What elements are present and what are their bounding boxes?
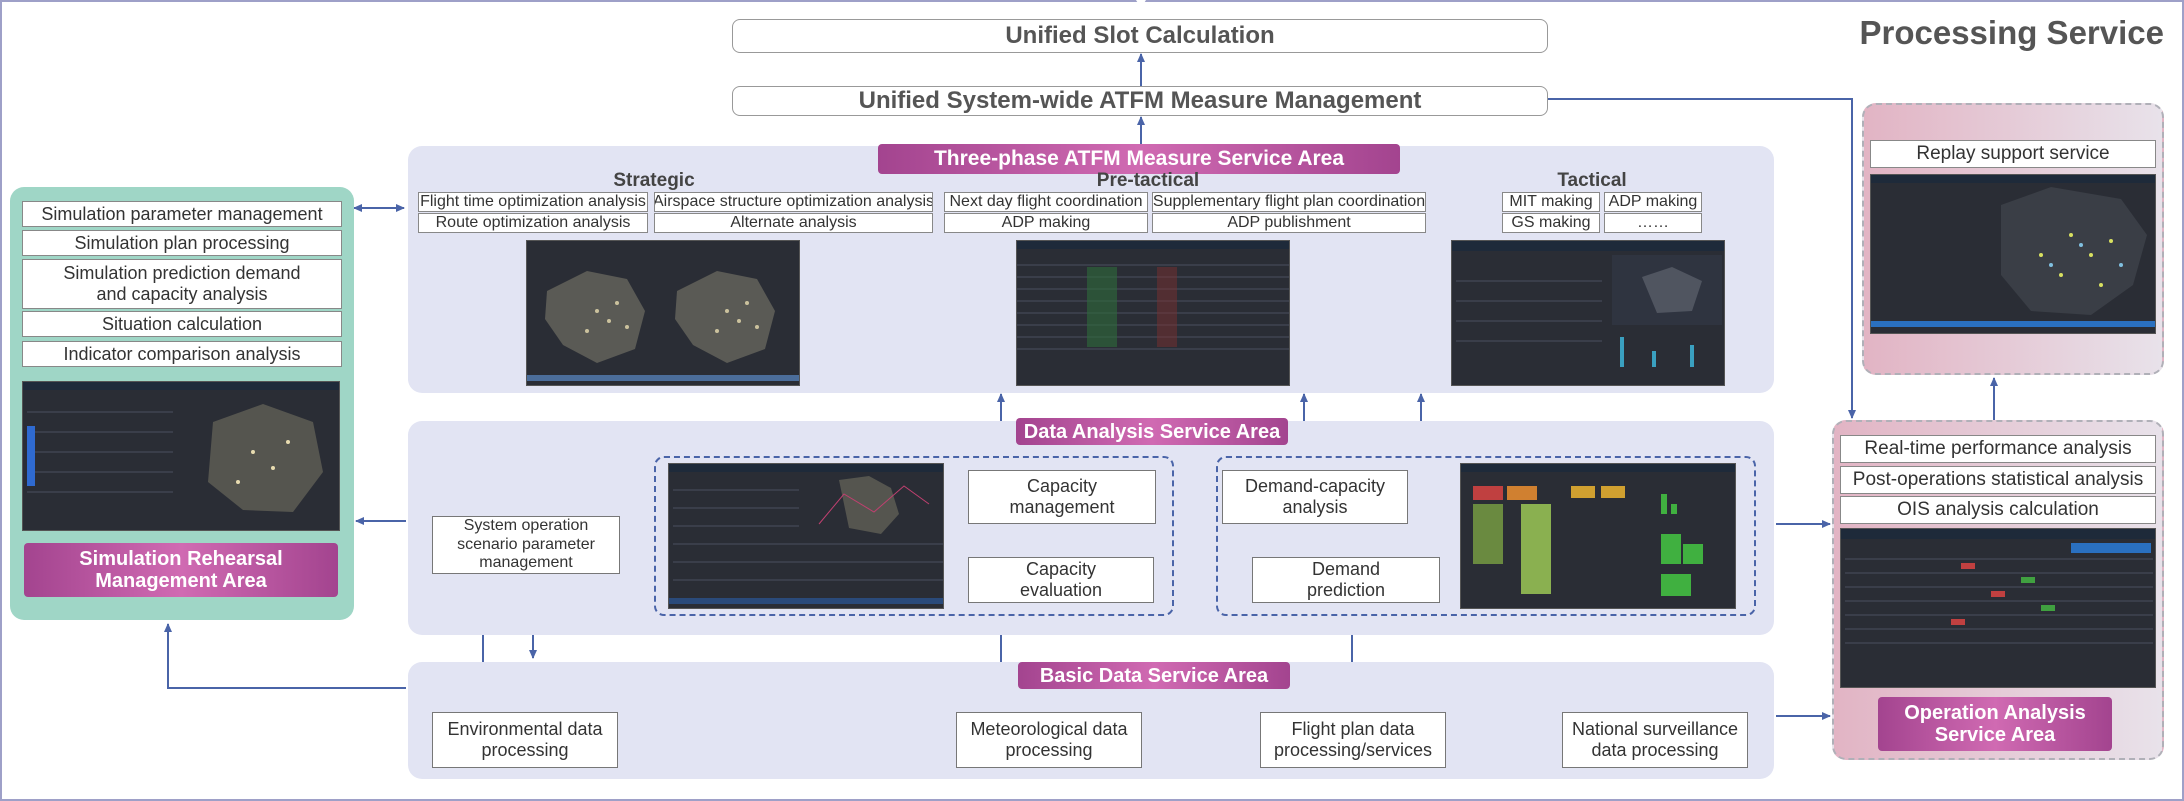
capacity-evaluation-box: Capacity evaluation xyxy=(968,557,1154,603)
tactical-item: GS making xyxy=(1502,213,1600,233)
flight-plan-data-box: Flight plan data processing/services xyxy=(1260,712,1446,768)
strategic-item: Alternate analysis xyxy=(654,213,933,233)
unified-atfm-management-box: Unified System-wide ATFM Measure Managem… xyxy=(732,86,1548,116)
simulation-title: Simulation Rehearsal Management Area xyxy=(24,543,338,597)
pretactical-table-screenshot xyxy=(1016,240,1290,386)
simulation-screenshot xyxy=(22,381,340,531)
operation-analysis-item: Real-time performance analysis xyxy=(1840,435,2156,463)
operation-analysis-item: OIS analysis calculation xyxy=(1840,496,2156,524)
strategic-map-screenshot xyxy=(526,240,800,386)
capacity-dashed-group xyxy=(654,456,1174,616)
replay-support-box: Replay support service xyxy=(1870,140,2156,168)
simulation-item: Situation calculation xyxy=(22,311,342,337)
demand-dashed-group xyxy=(1216,456,1756,616)
tactical-item: …… xyxy=(1604,213,1702,233)
tactical-item: MIT making xyxy=(1502,192,1600,212)
demand-capacity-analysis-box: Demand-capacity analysis xyxy=(1222,470,1408,524)
operation-analysis-screenshot xyxy=(1840,528,2156,688)
operation-analysis-item: Post-operations statistical analysis xyxy=(1840,466,2156,494)
capacity-screenshot xyxy=(668,463,944,609)
strategic-heading: Strategic xyxy=(613,170,695,191)
strategic-item: Airspace structure optimization analysis xyxy=(654,192,933,212)
data-analysis-title: Data Analysis Service Area xyxy=(1016,418,1288,445)
scenario-parameter-box: System operation scenario parameter mana… xyxy=(432,516,620,574)
simulation-item: Indicator comparison analysis xyxy=(22,341,342,367)
processing-service-title: Processing Service xyxy=(1859,14,2164,51)
strategic-item: Flight time optimization analysis xyxy=(418,192,648,212)
meteorological-data-box: Meteorological data processing xyxy=(956,712,1142,768)
pretactical-item: ADP publishment xyxy=(1152,213,1426,233)
simulation-item: Simulation plan processing xyxy=(22,230,342,256)
pretactical-heading: Pre-tactical xyxy=(1096,170,1200,191)
tactical-heading: Tactical xyxy=(1557,170,1627,191)
pretactical-item: Supplementary flight plan coordination xyxy=(1152,192,1426,212)
unified-slot-calculation-box: Unified Slot Calculation xyxy=(732,19,1548,53)
capacity-management-box: Capacity management xyxy=(968,470,1156,524)
demand-screenshot xyxy=(1460,463,1736,609)
basic-data-title: Basic Data Service Area xyxy=(1018,662,1290,689)
operation-analysis-title: Operation Analysis Service Area xyxy=(1878,697,2112,751)
simulation-item: Simulation parameter management xyxy=(22,201,342,227)
simulation-item: Simulation prediction demand and capacit… xyxy=(22,259,342,309)
pretactical-item: Next day flight coordination xyxy=(944,192,1148,212)
strategic-item: Route optimization analysis xyxy=(418,213,648,233)
surveillance-data-box: National surveillance data processing xyxy=(1562,712,1748,768)
replay-screenshot xyxy=(1870,174,2156,334)
environmental-data-box: Environmental data processing xyxy=(432,712,618,768)
tactical-screenshot xyxy=(1451,240,1725,386)
demand-prediction-box: Demand prediction xyxy=(1252,557,1440,603)
pretactical-item: ADP making xyxy=(944,213,1148,233)
three-phase-title: Three-phase ATFM Measure Service Area xyxy=(878,144,1400,174)
tactical-item: ADP making xyxy=(1604,192,1702,212)
